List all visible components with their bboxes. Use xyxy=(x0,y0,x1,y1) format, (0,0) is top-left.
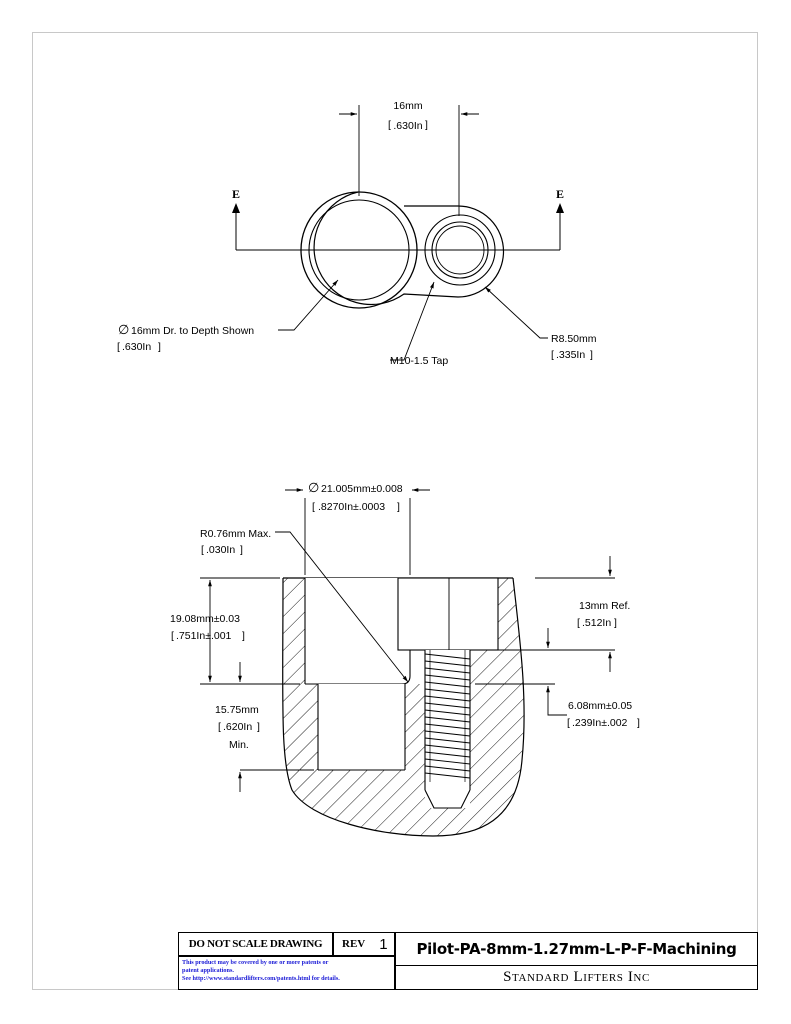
spacing-in-label: .630In xyxy=(393,120,422,132)
revision-number: 1 xyxy=(379,935,388,953)
patent-line-1: This product may be covered by one or mo… xyxy=(182,959,329,966)
diameter-symbol-2: ∅ xyxy=(308,480,319,495)
svg-text:]: ] xyxy=(158,341,161,353)
company-cell: Standard Lifters Inc xyxy=(395,966,758,990)
section-label-right: E xyxy=(556,187,564,201)
svg-text:[: [ xyxy=(388,119,391,131)
svg-text:]: ] xyxy=(242,630,245,642)
svg-text:[: [ xyxy=(312,501,315,513)
svg-text:]: ] xyxy=(614,617,617,629)
svg-text:]: ] xyxy=(637,717,640,729)
do-not-scale-label: DO NOT SCALE DRAWING xyxy=(188,938,323,950)
step-in-label: .239In±.002 xyxy=(572,717,628,729)
top-view-outline xyxy=(313,191,505,306)
revision-cell: REV 1 xyxy=(333,932,395,956)
radius-mm-label: R8.50mm xyxy=(551,333,597,345)
company-name: Standard Lifters Inc xyxy=(503,969,650,985)
diameter-symbol: ∅ xyxy=(118,322,129,337)
patent-line-2: patent applications. xyxy=(182,967,234,974)
thread-lines xyxy=(424,653,471,779)
do-not-scale-cell: DO NOT SCALE DRAWING xyxy=(178,932,333,956)
svg-text:[: [ xyxy=(201,544,204,556)
svg-text:]: ] xyxy=(240,544,243,556)
svg-text:[: [ xyxy=(171,630,174,642)
min-label: Min. xyxy=(229,739,249,751)
spacing-mm-label: 16mm xyxy=(393,100,422,112)
radius-in-label: .335In xyxy=(556,349,585,361)
svg-text:[: [ xyxy=(218,721,221,733)
section-view xyxy=(200,488,615,837)
depth-mm-label: 19.08mm±0.03 xyxy=(170,613,240,625)
bore-in-label: .630In xyxy=(122,341,151,353)
svg-text:[: [ xyxy=(577,617,580,629)
svg-text:[: [ xyxy=(567,717,570,729)
top-view xyxy=(232,105,564,361)
title-block: DO NOT SCALE DRAWING REV 1 This product … xyxy=(178,932,758,990)
patent-notice: This product may be covered by one or mo… xyxy=(178,956,395,990)
section-label-left: E xyxy=(232,187,240,201)
svg-text:]: ] xyxy=(257,721,260,733)
diameter-in-label: .8270In±.0003 xyxy=(318,501,385,513)
min-depth-in-label: .620In xyxy=(223,721,252,733)
bore-mm-label: 16mm Dr. to Depth Shown xyxy=(131,325,254,337)
svg-text:]: ] xyxy=(425,119,428,131)
svg-text:]: ] xyxy=(397,501,400,513)
part-title-cell: Pilot-PA-8mm-1.27mm-L-P-F-Machining xyxy=(395,932,758,966)
svg-text:]: ] xyxy=(590,349,593,361)
ref-in-label: .512In xyxy=(582,617,611,629)
diameter-mm-label: 21.005mm±0.008 xyxy=(321,483,403,495)
corner-radius-in-label: .030In xyxy=(206,544,235,556)
patent-line-3: See http://www.standardlifters.com/paten… xyxy=(182,975,340,982)
svg-text:[: [ xyxy=(117,341,120,353)
revision-label: REV xyxy=(342,938,366,950)
part-title: Pilot-PA-8mm-1.27mm-L-P-F-Machining xyxy=(416,940,737,958)
ref-mm-label: 13mm Ref. xyxy=(579,600,630,612)
step-mm-label: 6.08mm±0.05 xyxy=(568,700,632,712)
depth-in-label: .751In±.001 xyxy=(176,630,232,642)
svg-text:[: [ xyxy=(551,349,554,361)
min-depth-mm-label: 15.75mm xyxy=(215,704,259,716)
tap-label: M10-1.5 Tap xyxy=(390,355,448,367)
corner-radius-mm-label: R0.76mm Max. xyxy=(200,528,271,540)
